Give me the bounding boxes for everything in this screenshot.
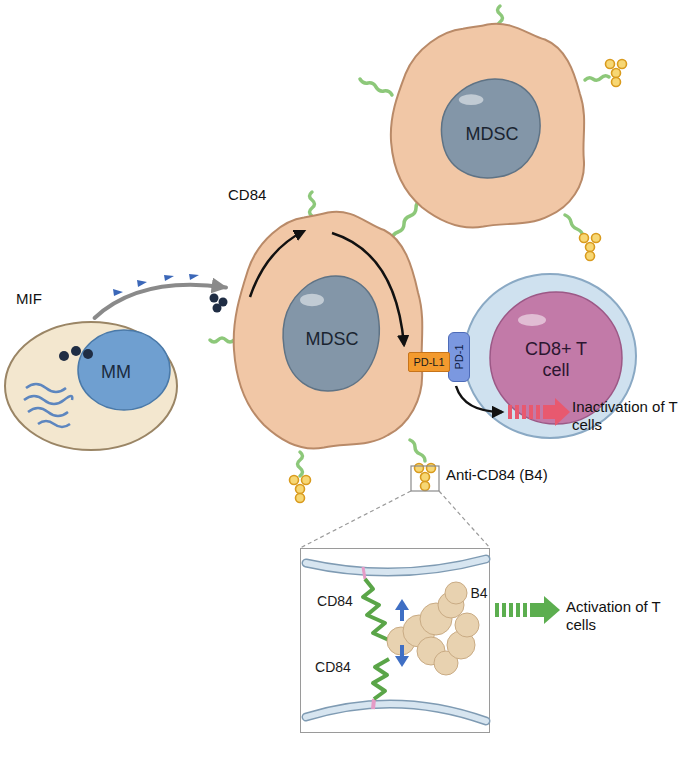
annotation-label: Activation of T cells	[566, 598, 686, 634]
pd-1-receptor: PD-1	[448, 332, 470, 382]
mdsc-cell: MDSC	[228, 205, 428, 455]
myeloma-cell: MM	[2, 318, 180, 453]
zoom-square	[411, 466, 439, 491]
node-label: CD84	[317, 593, 353, 609]
annotation-label: CD84	[228, 186, 266, 204]
activation-arrow	[495, 596, 560, 624]
cell-illustration	[2, 318, 180, 453]
connector-arrow	[95, 285, 226, 318]
cell-illustration	[301, 549, 491, 734]
node-label: PD-L1	[413, 356, 444, 369]
node-label: MM	[101, 362, 131, 383]
annotation-label: Inactivation of T cells	[572, 398, 692, 434]
node-label: B4	[470, 585, 487, 601]
node-label: MDSC	[306, 329, 359, 350]
mif-dots	[210, 294, 228, 313]
node-label: CD84	[315, 659, 351, 675]
zoom-leader	[300, 491, 411, 548]
pd-l1-ligand: PD-L1	[408, 352, 450, 372]
annotation-label: MIF	[16, 290, 42, 308]
cd84-receptors	[210, 6, 609, 476]
node-label: PD-1	[453, 344, 466, 369]
zoom-inset: CD84 B4CD84	[300, 548, 490, 733]
annotation-label: Anti-CD84 (B4)	[446, 466, 548, 484]
node-label: CD8+ T cell	[518, 339, 594, 380]
node-label: MDSC	[466, 124, 519, 145]
zoom-leader	[439, 491, 490, 548]
mdsc-cell: MDSC	[385, 18, 590, 233]
